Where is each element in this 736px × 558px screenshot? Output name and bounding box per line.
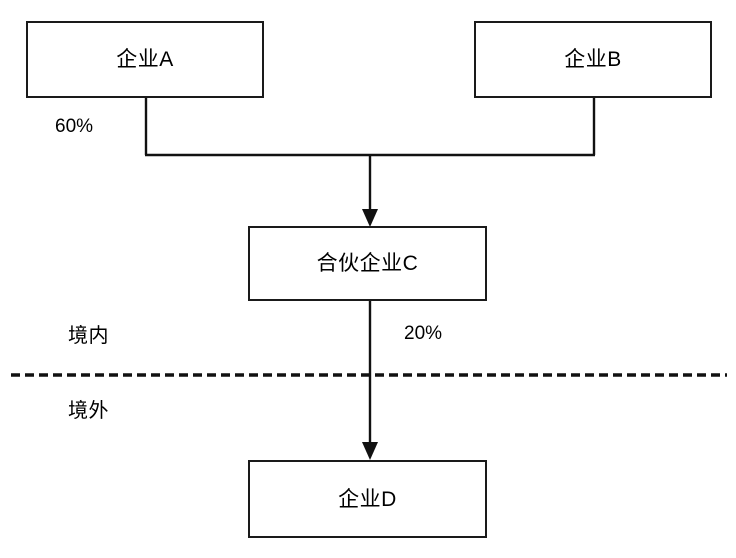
edge-c-to-d-arrowhead xyxy=(362,442,378,460)
node-partnership-c-label: 合伙企业C xyxy=(316,252,419,275)
node-enterprise-d-label: 企业D xyxy=(338,487,397,511)
node-enterprise-b-label: 企业B xyxy=(564,48,622,71)
node-enterprise-b[interactable]: 企业B xyxy=(474,21,712,98)
node-enterprise-a-label: 企业A xyxy=(116,48,174,71)
node-partnership-c[interactable]: 合伙企业C xyxy=(248,226,487,301)
edge-label-a-to-c-percent: 60% xyxy=(55,116,94,137)
edge-merge-to-c-arrowhead xyxy=(362,209,378,227)
node-enterprise-a[interactable]: 企业A xyxy=(26,21,264,98)
region-label-overseas: 境外 xyxy=(68,400,109,422)
region-label-domestic: 境内 xyxy=(68,325,109,347)
edge-label-c-to-d-percent: 20% xyxy=(404,323,443,344)
node-enterprise-d[interactable]: 企业D xyxy=(248,460,487,538)
